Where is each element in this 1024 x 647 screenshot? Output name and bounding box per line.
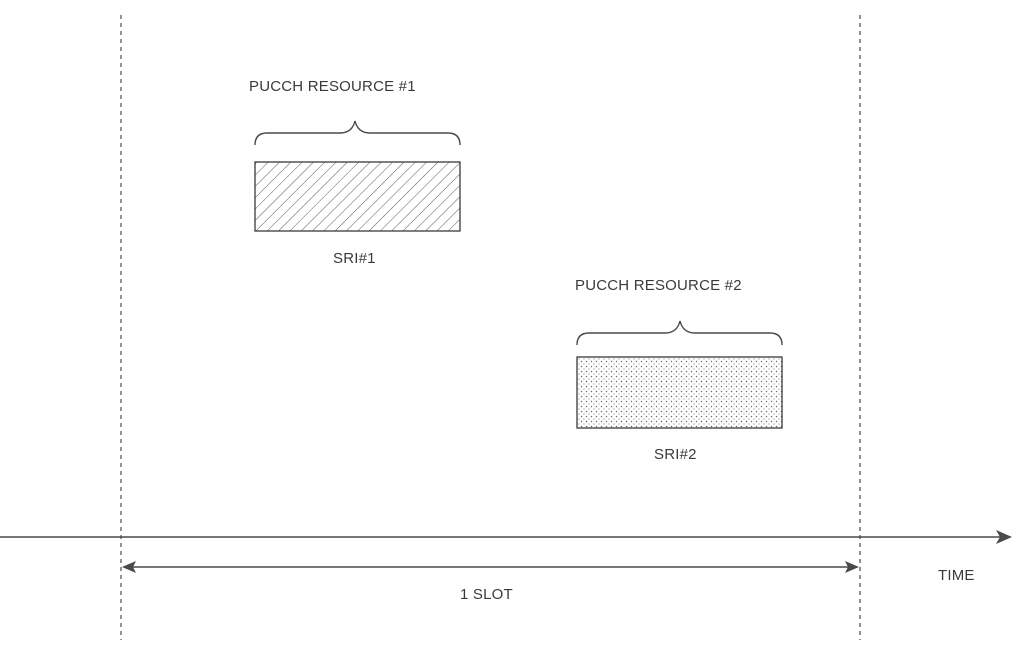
resource-1-brace — [254, 120, 461, 146]
time-axis-label: TIME — [938, 567, 975, 584]
resource-1-title: PUCCH RESOURCE #1 — [249, 78, 416, 95]
resource-2-block — [576, 356, 783, 429]
resource-1-block — [254, 161, 461, 232]
slot-span-right-arrowhead — [845, 561, 859, 573]
resource-2-title: PUCCH RESOURCE #2 — [575, 277, 742, 294]
time-axis-arrowhead — [996, 530, 1012, 544]
resource-2-label: SRI#2 — [654, 446, 697, 463]
slot-span-left-arrowhead — [122, 561, 136, 573]
resource-2-brace — [576, 320, 783, 346]
resource-1-label: SRI#1 — [333, 250, 376, 267]
slot-label: 1 SLOT — [460, 586, 513, 603]
